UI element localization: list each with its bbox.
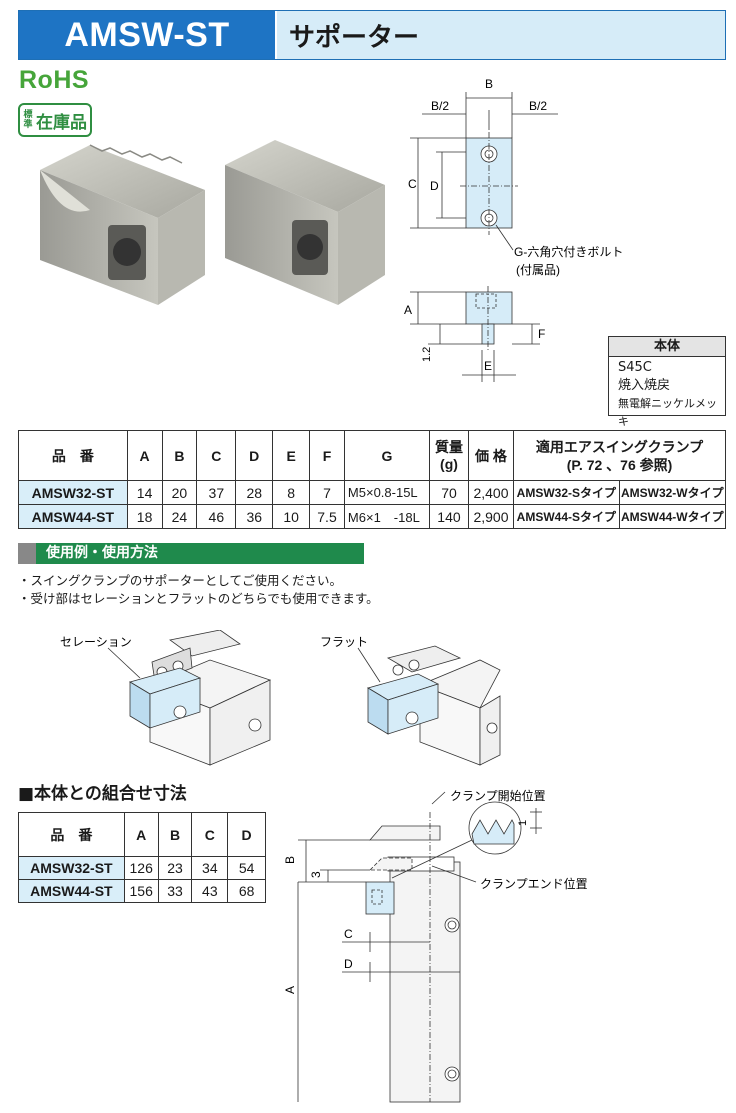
- cell-d: 54: [227, 856, 266, 880]
- combo-col-b: B: [157, 812, 193, 857]
- col-header-c: C: [196, 430, 237, 481]
- material-header: 本体: [609, 337, 725, 357]
- usage-note: ・スイングクランプのサポーターとしてご使用ください。: [18, 573, 343, 588]
- rohs-badge: RoHS: [19, 66, 90, 94]
- combo-dim-a: A: [283, 986, 297, 994]
- cell-g: M6×1 -18L: [343, 504, 431, 529]
- cell-price: 2,900: [467, 504, 515, 529]
- cell-f: 7.5: [309, 504, 345, 529]
- table-row: AMSW32-ST 126 23 34 54: [18, 856, 266, 880]
- material-line: 無電解ニッケルメッキ: [618, 397, 717, 428]
- table-row: AMSW32-ST 14 20 37 28 8 7 M5×0.8-15L 70 …: [18, 480, 727, 505]
- combo-dim-d: D: [344, 957, 353, 971]
- combo-dim-c: C: [344, 927, 353, 941]
- usage-note: ・受け部はセレーションとフラットのどちらでも使用できます。: [18, 591, 379, 606]
- cell-part: AMSW32-ST: [18, 856, 125, 880]
- stock-badge: 標準 在庫品: [18, 103, 92, 137]
- dim-label-d: D: [430, 179, 439, 193]
- cell-a: 14: [126, 480, 163, 505]
- bolt-note-accessory: (付属品): [516, 263, 560, 277]
- label-clamp-start: クランプ開始位置: [450, 788, 546, 803]
- cell-a: 18: [126, 504, 163, 529]
- combo-col-part: 品 番: [18, 812, 125, 857]
- cell-clamp-w: AMSW44-Wタイプ: [618, 504, 727, 529]
- dim-label-e: E: [484, 359, 492, 373]
- cell-b: 24: [161, 504, 198, 529]
- cell-c: 34: [191, 856, 229, 880]
- cell-a: 126: [123, 856, 159, 880]
- combo-col-d: D: [227, 812, 266, 857]
- col-header-price: 価 格: [467, 430, 515, 481]
- col-header-a: A: [126, 430, 163, 481]
- usage-heading-text: 使用例・使用方法: [46, 545, 158, 561]
- cell-part: AMSW44-ST: [18, 879, 125, 903]
- cell-b: 33: [157, 879, 193, 903]
- col-header-mass: 質量 (g): [429, 430, 469, 481]
- col-header-e: E: [272, 430, 311, 481]
- dim-label-c: C: [408, 177, 417, 191]
- table-row: AMSW44-ST 156 33 43 68: [18, 879, 266, 903]
- dim-label-f: F: [538, 327, 545, 341]
- cell-c: 46: [196, 504, 237, 529]
- stock-badge-label: 在庫品: [36, 112, 87, 133]
- cell-clamp-w: AMSW32-Wタイプ: [618, 480, 727, 505]
- material-line: 焼入焼戻: [618, 378, 671, 393]
- cell-clamp-s: AMSW44-Sタイプ: [513, 504, 620, 529]
- combo-drawing: クランプ開始位置 クランプエンド位置 B 3 C D A 1: [283, 788, 588, 1103]
- cell-part: AMSW32-ST: [18, 480, 128, 505]
- bolt-note: G-六角穴付きボルト: [514, 244, 623, 259]
- cell-b: 20: [161, 480, 198, 505]
- cell-c: 43: [191, 879, 229, 903]
- page-header: AMSW-ST サポーター: [18, 10, 726, 60]
- label-serration: セレーション: [60, 635, 132, 649]
- col-header-g: G: [343, 430, 431, 481]
- combo-table: 品 番 A B C D AMSW32-ST 126 23 34 54 AMSW4…: [18, 812, 266, 903]
- cell-price: 2,400: [467, 480, 515, 505]
- cell-mass: 140: [429, 504, 469, 529]
- combo-dim-1: 1: [517, 820, 529, 826]
- stock-badge-small: 標準: [23, 110, 33, 130]
- usage-heading: 使用例・使用方法: [18, 543, 364, 564]
- dim-label-a: A: [404, 303, 412, 317]
- cell-e: 8: [272, 480, 311, 505]
- cell-d: 68: [227, 879, 266, 903]
- cell-a: 156: [123, 879, 159, 903]
- dim-label-b-half-left: B/2: [431, 99, 449, 113]
- label-clamp-end: クランプエンド位置: [480, 876, 588, 891]
- combo-col-a: A: [123, 812, 159, 857]
- cell-d: 36: [235, 504, 274, 529]
- combo-heading: ■本体との組合せ寸法: [18, 784, 187, 804]
- model-title: AMSW-ST: [19, 11, 275, 59]
- material-line: S45C: [618, 360, 652, 375]
- cell-f: 7: [309, 480, 345, 505]
- cell-b: 23: [157, 856, 193, 880]
- dim-label-b-half-right: B/2: [529, 99, 547, 113]
- spec-table: 品 番 A B C D E F G 質量 (g) 価 格 適用エアスイングクラン…: [18, 430, 727, 529]
- cell-d: 28: [235, 480, 274, 505]
- combo-col-c: C: [191, 812, 229, 857]
- cell-part: AMSW44-ST: [18, 504, 128, 529]
- col-header-d: D: [235, 430, 274, 481]
- combo-dim-b: B: [283, 856, 297, 864]
- usage-heading-marker: [18, 543, 36, 564]
- table-row: AMSW44-ST 18 24 46 36 10 7.5 M6×1 -18L 1…: [18, 504, 727, 529]
- dim-label-b: B: [485, 77, 493, 91]
- col-header-part: 品 番: [18, 430, 128, 481]
- dimension-drawing: B B/2 B/2 C D A 1.2 E F G-六角穴付きボルト (付属品): [404, 77, 623, 382]
- material-box: 本体 S45C 焼入焼戻 無電解ニッケルメッキ: [608, 336, 726, 428]
- col-header-f: F: [309, 430, 345, 481]
- dim-label-1-2: 1.2: [421, 347, 433, 362]
- usage-illustration: セレーション フラット: [60, 630, 501, 766]
- cell-e: 10: [272, 504, 311, 529]
- col-header-clamp: 適用エアスイングクランプ (P. 72 、76 参照): [513, 430, 726, 481]
- product-title: サポーター: [277, 11, 725, 59]
- cell-mass: 70: [429, 480, 469, 505]
- cell-clamp-s: AMSW32-Sタイプ: [513, 480, 620, 505]
- product-photo: [40, 140, 385, 305]
- combo-dim-3: 3: [309, 871, 323, 878]
- cell-g: M5×0.8-15L: [343, 480, 431, 505]
- col-header-b: B: [161, 430, 198, 481]
- label-flat: フラット: [320, 635, 368, 649]
- cell-c: 37: [196, 480, 237, 505]
